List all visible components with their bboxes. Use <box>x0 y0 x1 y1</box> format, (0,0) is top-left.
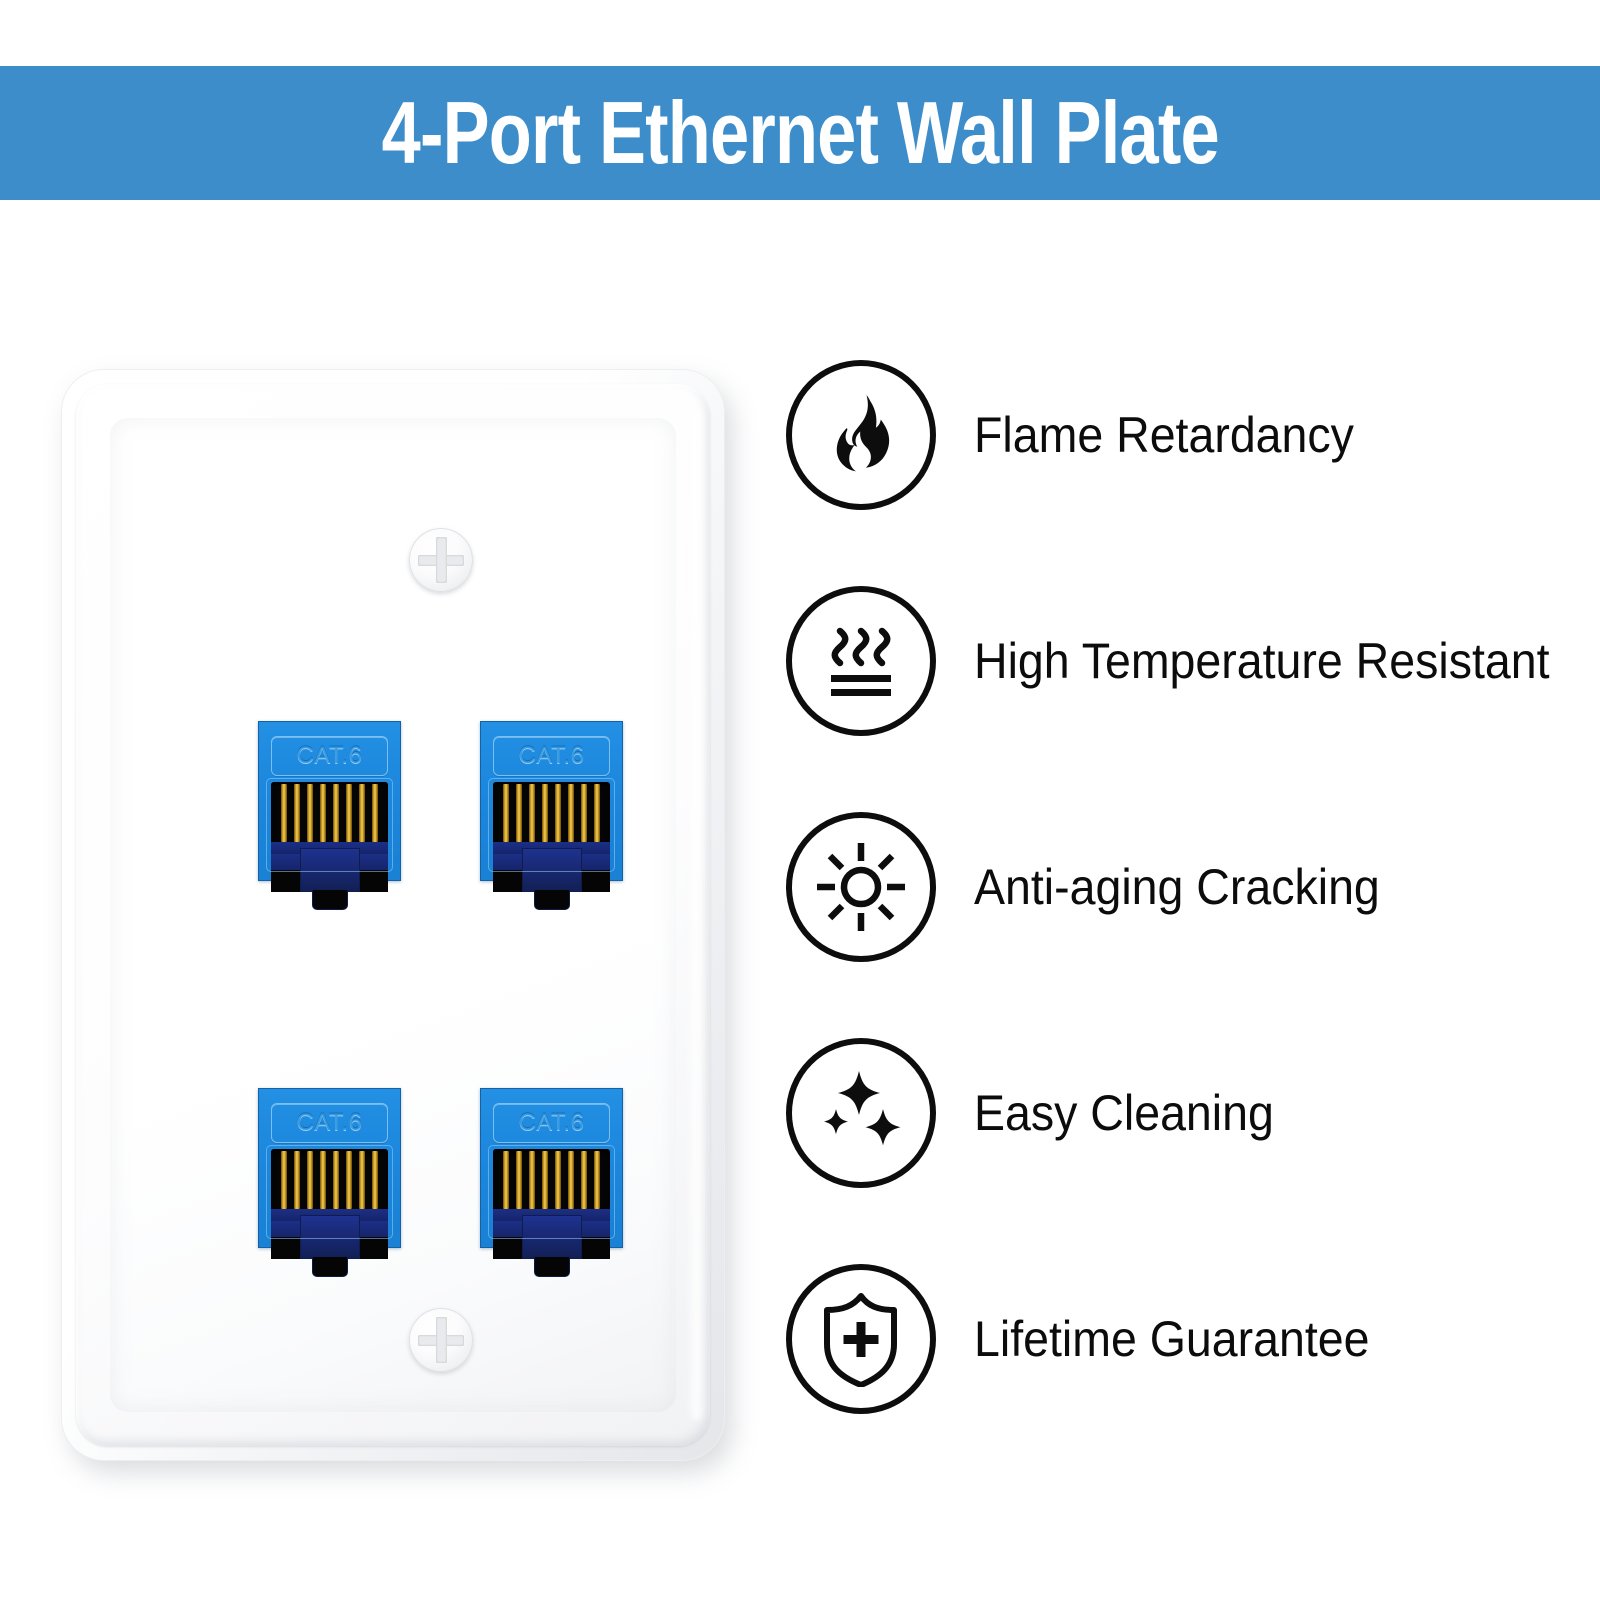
rj45-plug-neck <box>533 1257 570 1277</box>
rj45-port-top-right: CAT.6 <box>480 721 623 910</box>
rj45-pin-cavity <box>271 782 388 854</box>
cat6-label-text: CAT.6 <box>518 1109 585 1136</box>
feature-item-flame-retardancy: Flame Retardancy <box>786 360 1383 510</box>
rj45-plug-tab <box>521 848 582 892</box>
rj45-plug-neck <box>311 890 348 910</box>
feature-label: Easy Cleaning <box>974 1084 1274 1141</box>
cat6-label-badge: CAT.6 <box>271 736 388 776</box>
sparkles-icon <box>786 1038 936 1188</box>
rj45-plug-neck <box>311 1257 348 1277</box>
heat-waves-icon <box>786 586 936 736</box>
rj45-plug-neck <box>533 890 570 910</box>
phillips-screw-icon <box>409 528 473 592</box>
feature-label: Anti-aging Cracking <box>974 858 1380 915</box>
feature-label: High Temperature Resistant <box>974 632 1550 689</box>
rj45-pin-cavity <box>493 782 610 854</box>
cat6-label-badge: CAT.6 <box>271 1103 388 1143</box>
wall-plate-face: CAT.6 <box>110 418 676 1412</box>
flame-icon <box>786 360 936 510</box>
rj45-plug-tab <box>299 848 360 892</box>
rj45-plug-tab <box>299 1215 360 1259</box>
screw-slot-vertical <box>436 537 447 583</box>
feature-item-anti-aging-cracking: Anti-aging Cracking <box>786 812 1410 962</box>
page-title: 4-Port Ethernet Wall Plate <box>381 83 1219 182</box>
wall-plate-bevel-rim: CAT.6 <box>76 384 710 1446</box>
feature-label: Flame Retardancy <box>974 406 1354 463</box>
rj45-gold-pins <box>503 784 600 842</box>
feature-item-easy-cleaning: Easy Cleaning <box>786 1038 1296 1188</box>
cat6-label-text: CAT.6 <box>296 1109 363 1136</box>
rj45-port-bottom-right: CAT.6 <box>480 1088 623 1277</box>
rj45-plug-tab <box>521 1215 582 1259</box>
rj45-gold-pins <box>281 784 378 842</box>
header-banner: 4-Port Ethernet Wall Plate <box>0 66 1600 200</box>
rj45-gold-pins <box>503 1151 600 1209</box>
rj45-port-top-left: CAT.6 <box>258 721 401 910</box>
cat6-label-badge: CAT.6 <box>493 1103 610 1143</box>
screw-slot-vertical <box>436 1317 447 1363</box>
cat6-label-text: CAT.6 <box>518 742 585 769</box>
sun-icon <box>786 812 936 962</box>
feature-item-lifetime-guarantee: Lifetime Guarantee <box>786 1264 1399 1414</box>
feature-item-high-temperature-resistant: High Temperature Resistant <box>786 586 1593 736</box>
rj45-pin-cavity <box>271 1149 388 1221</box>
cat6-label-text: CAT.6 <box>296 742 363 769</box>
rj45-gold-pins <box>281 1151 378 1209</box>
feature-label: Lifetime Guarantee <box>974 1310 1370 1367</box>
rj45-port-bottom-left: CAT.6 <box>258 1088 401 1277</box>
wall-plate-body: CAT.6 <box>62 370 724 1460</box>
phillips-screw-icon <box>409 1308 473 1372</box>
rj45-pin-cavity <box>493 1149 610 1221</box>
cat6-label-badge: CAT.6 <box>493 736 610 776</box>
wall-plate-image: CAT.6 <box>62 370 724 1460</box>
shield-plus-icon <box>786 1264 936 1414</box>
